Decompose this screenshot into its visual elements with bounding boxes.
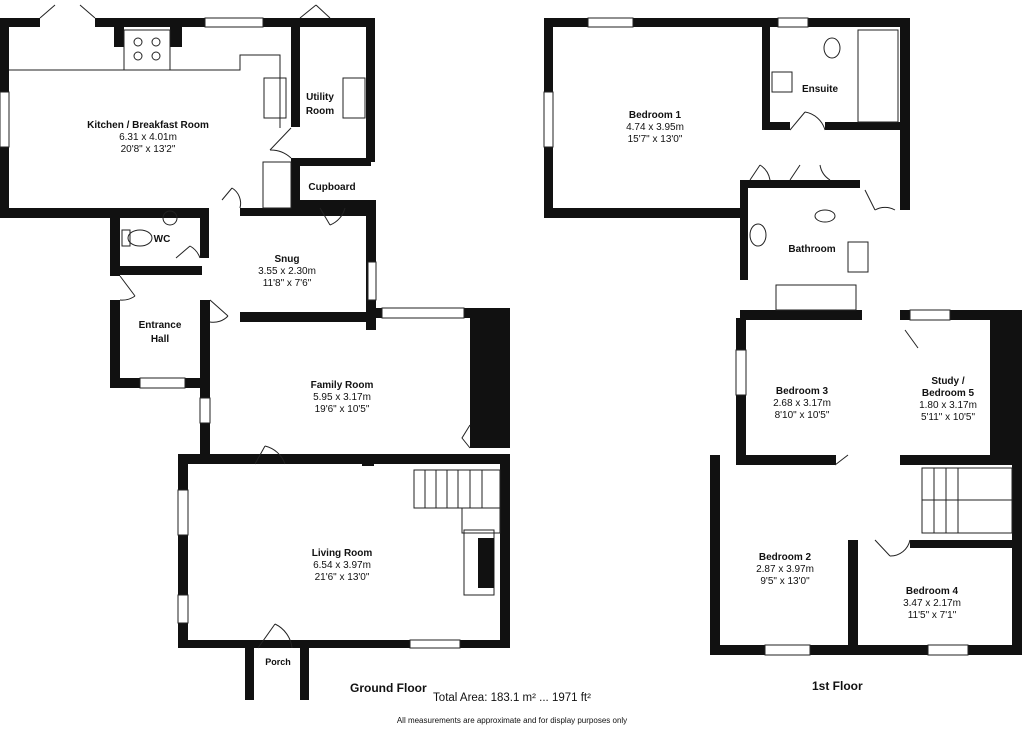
bedroom-1-name: Bedroom 1 <box>629 110 682 121</box>
living-room-name: Living Room <box>312 548 373 559</box>
family-room-metric: 5.95 x 3.17m <box>313 392 371 403</box>
ground-floor-label: Ground Floor <box>350 681 427 695</box>
study-imperial: 5'11" x 10'5" <box>921 412 976 423</box>
bedroom-1-imperial: 15'7" x 13'0" <box>628 134 683 145</box>
utility-name-1: Utility <box>306 92 334 103</box>
bedroom-4-imperial: 11'5" x 7'1" <box>908 610 957 621</box>
first-floor-label: 1st Floor <box>812 679 863 693</box>
utility-name-2: Room <box>306 106 334 117</box>
disclaimer: All measurements are approximate and for… <box>396 716 628 725</box>
bedroom-3-name: Bedroom 3 <box>776 386 829 397</box>
porch-name: Porch <box>265 657 291 667</box>
bedroom-4-name: Bedroom 4 <box>906 586 959 597</box>
ensuite-name: Ensuite <box>802 84 839 95</box>
first-floor-plan: Bedroom 1 4.74 x 3.95m 15'7" x 13'0" Ens… <box>543 17 1022 693</box>
study-name-2: Bedroom 5 <box>922 388 975 399</box>
study-metric: 1.80 x 3.17m <box>919 400 977 411</box>
kitchen-name: Kitchen / Breakfast Room <box>87 120 209 131</box>
bedroom-3-metric: 2.68 x 3.17m <box>773 398 831 409</box>
study-name-1: Study / <box>931 376 965 387</box>
family-room-name: Family Room <box>311 380 374 391</box>
ground-floor-plan: Kitchen / Breakfast Room 6.31 x 4.01m 20… <box>0 4 510 700</box>
bedroom-2-imperial: 9'5" x 13'0" <box>760 576 810 587</box>
cupboard-name: Cupboard <box>308 182 355 193</box>
kitchen-imperial: 20'8" x 13'2" <box>121 144 176 155</box>
entrance-name-1: Entrance <box>139 320 182 331</box>
total-area: Total Area: 183.1 m² ... 1971 ft² <box>433 692 591 704</box>
living-room-imperial: 21'6" x 13'0" <box>315 572 370 583</box>
bedroom-2-name: Bedroom 2 <box>759 552 812 563</box>
snug-metric: 3.55 x 2.30m <box>258 266 316 277</box>
family-room-imperial: 19'6" x 10'5" <box>315 404 370 415</box>
bedroom-2-metric: 2.87 x 3.97m <box>756 564 814 575</box>
bathroom-name: Bathroom <box>788 244 835 255</box>
wc-name: WC <box>154 234 171 245</box>
snug-name: Snug <box>275 254 300 265</box>
snug-imperial: 11'8" x 7'6" <box>263 278 312 289</box>
kitchen-metric: 6.31 x 4.01m <box>119 132 177 143</box>
living-room-metric: 6.54 x 3.97m <box>313 560 371 571</box>
bedroom-3-imperial: 8'10" x 10'5" <box>775 410 830 421</box>
bedroom-4-metric: 3.47 x 2.17m <box>903 598 961 609</box>
entrance-name-2: Hall <box>151 334 170 345</box>
bedroom-1-metric: 4.74 x 3.95m <box>626 122 684 133</box>
